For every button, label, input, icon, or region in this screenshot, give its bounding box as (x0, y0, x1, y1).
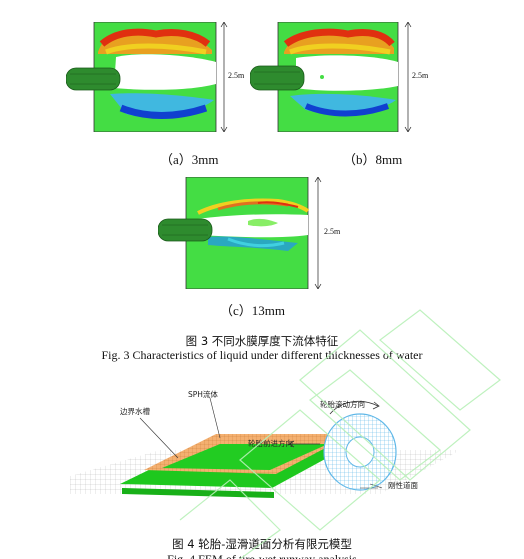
label-sph-fluid: SPH流体 (188, 389, 218, 400)
dimension-b: 2.5m (412, 71, 428, 80)
figure3-caption-cn: 图 3 不同水膜厚度下流体特征 (0, 333, 524, 349)
figure4-caption-cn: 图 4 轮胎-湿滑道面分析有限元模型 (0, 536, 524, 552)
label-boundary-tank: 边界水槽 (120, 406, 150, 417)
panel-a-label: （a）3mm (160, 149, 219, 168)
figure3-caption-en: Fig. 3 Characteristics of liquid under d… (0, 348, 524, 363)
figure4-caption-en: Fig. 4 FEM of tire-wet runway analysis (0, 552, 524, 559)
dimension-a: 2.5m (228, 71, 244, 80)
panel-c (158, 177, 328, 289)
label-tire-rolling-direction: 轮胎滚动方向 (320, 399, 365, 410)
panel-b (250, 22, 415, 132)
label-tire-forward-direction: 轮胎前进方向 (248, 438, 293, 449)
figure4-model (60, 384, 470, 519)
label-rigid-road: 刚性道面 (388, 480, 418, 491)
panel-a (66, 22, 231, 132)
panel-b-label: （b）8mm (343, 149, 402, 168)
dimension-c: 2.5m (324, 227, 340, 236)
panel-c-label: （c）13mm (220, 300, 285, 319)
